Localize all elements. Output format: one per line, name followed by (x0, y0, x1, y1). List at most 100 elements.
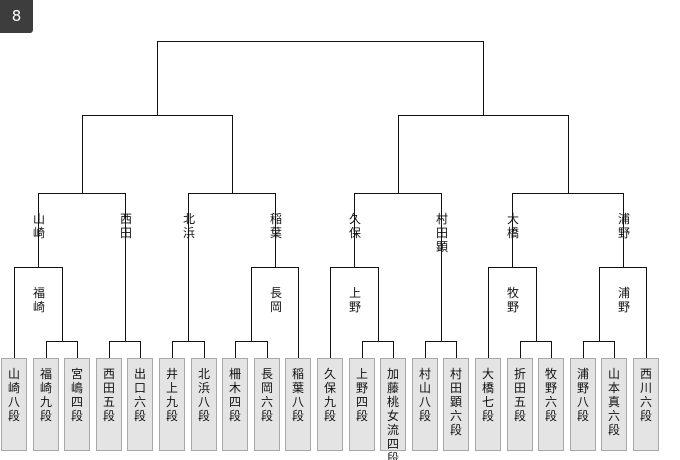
entrant-name: 西田五段 (103, 367, 115, 423)
entrant-11: 久保九段 (317, 358, 343, 451)
bracket-connector (398, 115, 569, 193)
entrant-name: 浦野八段 (577, 367, 589, 423)
entrant-14: 村山八段 (412, 358, 438, 451)
match-l: 牧野 (488, 267, 537, 358)
entrant-box (127, 358, 153, 451)
winner-name: 浦野 (618, 286, 630, 314)
bracket-connector (46, 341, 78, 358)
match-q (512, 193, 624, 267)
bracket-connector (599, 267, 647, 358)
match-n (38, 193, 126, 341)
bracket-connector (330, 267, 379, 358)
bracket-connector (14, 267, 63, 358)
winner-name: 長岡 (270, 286, 282, 314)
entrant-4: 西田五段 (96, 358, 122, 451)
winner-name: 福崎 (33, 285, 45, 314)
entrant-box (349, 358, 375, 451)
entrant-name: 西川六段 (640, 367, 652, 423)
entrant-name: 牧野六段 (545, 367, 557, 423)
entrant-box (222, 358, 248, 451)
match-c (362, 341, 394, 358)
bracket-connector (188, 193, 276, 341)
entrant-name: 村田顕六段 (450, 367, 462, 437)
match-h (172, 341, 205, 358)
entrant-name: 久保九段 (324, 367, 336, 423)
entrant-name: 山崎八段 (8, 367, 20, 423)
entrant-13: 加藤桃女流四段 (380, 358, 406, 460)
advancing-player-label: 大橋 (507, 212, 519, 240)
entrant-20: 山本真六段 (601, 358, 627, 451)
entrant-name: 柵木四段 (229, 367, 241, 423)
bracket-connector (82, 115, 233, 193)
entrant-box (33, 358, 59, 451)
entrant-5: 出口六段 (127, 358, 153, 451)
match-winner-label: 浦野 (618, 286, 630, 314)
bracket-connector (157, 41, 484, 115)
entrant-2: 福崎九段 (33, 358, 59, 451)
match-k (425, 341, 457, 358)
match-s (398, 115, 569, 193)
match-r (82, 115, 233, 193)
entrant-name: 福崎九段 (40, 366, 52, 423)
advancing-player-name: 北浜 (183, 212, 195, 240)
match-f: 福崎 (14, 267, 63, 358)
entrant-6: 井上九段 (159, 358, 185, 451)
bracket-connector (38, 193, 126, 341)
entrant-box (96, 358, 122, 451)
bracket-connector (251, 267, 299, 358)
match-winner-label: 長岡 (270, 286, 282, 314)
winner-name: 上野 (349, 286, 361, 314)
entrant-box (285, 358, 311, 451)
entrant-9: 長岡六段 (254, 358, 280, 451)
entrant-name: 村山八段 (419, 367, 431, 423)
entrant-box (159, 358, 185, 451)
entrant-box (538, 358, 564, 451)
match-o (188, 193, 276, 341)
advancing-player-name: 稲葉 (270, 212, 282, 240)
entrant-17: 折田五段 (507, 358, 533, 451)
entrant-1: 山崎八段 (1, 358, 27, 451)
match-e (583, 341, 615, 358)
match-b (235, 341, 268, 358)
match-a (46, 341, 78, 358)
bracket-connector (583, 341, 615, 358)
bracket-connector (520, 341, 552, 358)
entrant-box (254, 358, 280, 451)
entrant-box (317, 358, 343, 451)
winner-name: 牧野 (507, 286, 519, 314)
entrant-name: 山本真六段 (608, 367, 620, 437)
entrant-box (475, 358, 501, 451)
entrant-name: 上野四段 (356, 367, 368, 423)
entrant-19: 浦野八段 (570, 358, 596, 451)
round-number: 8 (11, 7, 22, 25)
match-winner-label: 福崎 (33, 285, 45, 314)
match-j: 上野 (330, 267, 379, 358)
advancing-player-label: 山崎 (33, 212, 45, 240)
entrant-box (507, 358, 533, 451)
entrant-18: 牧野六段 (538, 358, 564, 451)
match-m: 浦野 (599, 267, 647, 358)
entrant-box (570, 358, 596, 451)
bracket-connector (488, 267, 537, 358)
entrant-7: 北浜八段 (191, 358, 217, 451)
bracket-connector (172, 341, 205, 358)
match-winner-label: 上野 (349, 286, 361, 314)
entrant-box (633, 358, 659, 451)
entrant-12: 上野四段 (349, 358, 375, 451)
advancing-player-name: 久保 (349, 212, 361, 240)
entrant-10: 稲葉八段 (285, 358, 311, 451)
advancing-player-name: 村田顕 (436, 212, 448, 254)
match-i: 長岡 (251, 267, 299, 358)
bracket-connector (512, 193, 624, 267)
entrant-3: 宮嶋四段 (64, 358, 90, 451)
advancing-player-label: 久保 (349, 212, 361, 240)
entrant-name: 井上九段 (166, 367, 178, 423)
bracket-connector (425, 341, 457, 358)
match-d (520, 341, 552, 358)
match-t (157, 41, 484, 115)
advancing-player-label: 西田 (120, 212, 132, 240)
entrant-name: 折田五段 (514, 366, 526, 423)
advancing-player-label: 稲葉 (270, 212, 282, 240)
match-p (354, 193, 442, 341)
